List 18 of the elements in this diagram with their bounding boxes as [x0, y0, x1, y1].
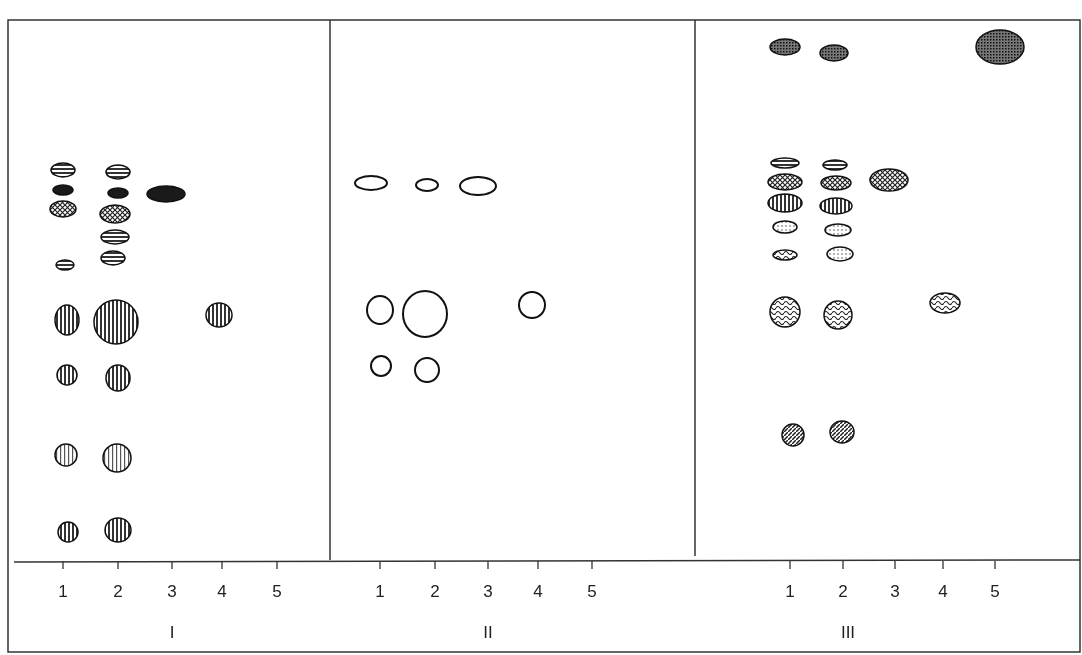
lane-number: 1 — [58, 582, 68, 602]
lane-number: 3 — [167, 582, 177, 602]
lane-number: 5 — [272, 582, 282, 602]
lane-number: 3 — [483, 582, 493, 602]
lane-number: 3 — [890, 582, 900, 602]
lane-number: 5 — [990, 582, 1000, 602]
lane-number: 4 — [217, 582, 227, 602]
panel-numeral: I — [169, 623, 175, 643]
lane-number: 1 — [375, 582, 385, 602]
panel-numeral: II — [483, 623, 493, 643]
lane-number: 2 — [430, 582, 440, 602]
lane-number: 2 — [113, 582, 123, 602]
lane-number: 2 — [838, 582, 848, 602]
panel-numeral: III — [840, 623, 856, 643]
lane-number: 4 — [938, 582, 948, 602]
lane-number: 1 — [785, 582, 795, 602]
lane-number: 4 — [533, 582, 543, 602]
lane-number: 5 — [587, 582, 597, 602]
